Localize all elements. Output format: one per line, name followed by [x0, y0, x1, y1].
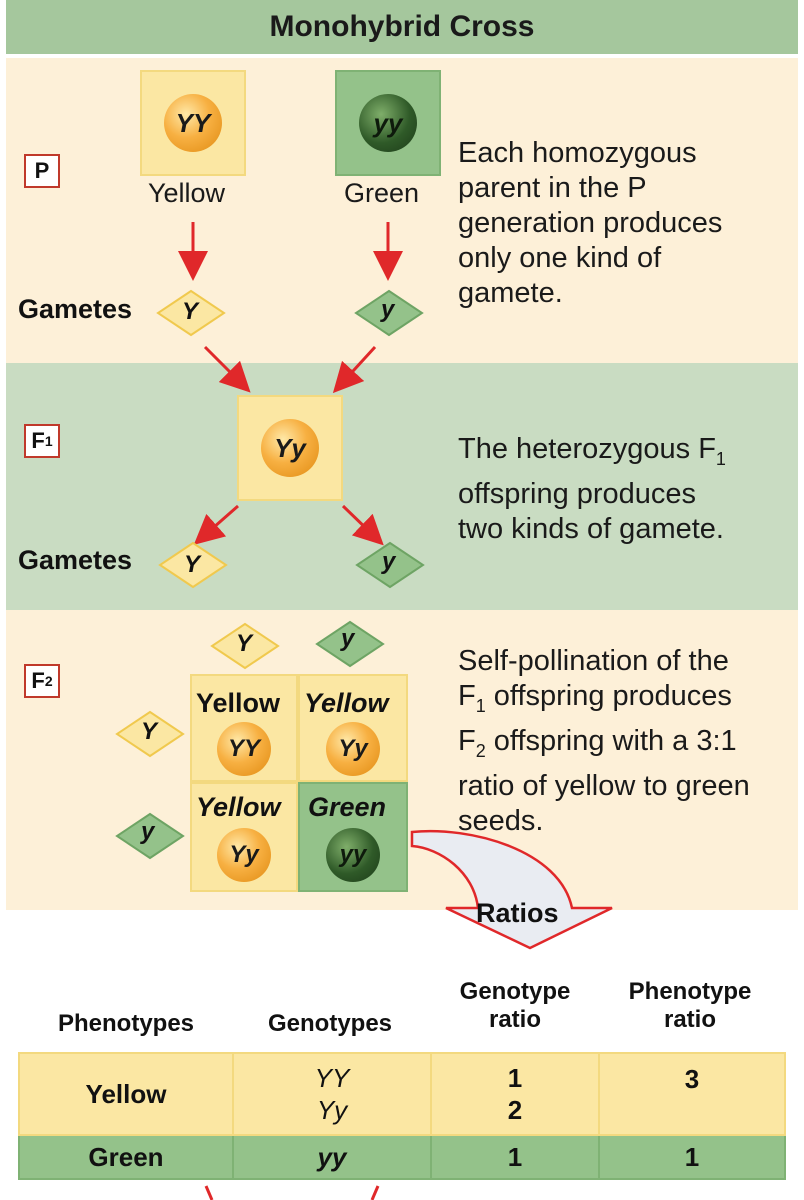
parent-green-square: yy: [335, 70, 441, 176]
f2-side-gamete-y-diamond: [115, 812, 185, 860]
ratio-table: Yellow YY Yy 1 2 3 Green yy 1 1: [18, 1052, 786, 1180]
f1-gamete-Y-diamond: [158, 541, 228, 589]
punnett-cell-yy: Green yy: [298, 782, 408, 892]
cell-genotype-ratio: 1: [430, 1134, 600, 1180]
cell-genotypes: yy: [232, 1134, 432, 1180]
punnett-cell-Yy-top: Yellow Yy: [298, 674, 408, 782]
p-gamete-y-diamond: [354, 289, 424, 337]
f2-side-gamete-Y: Y: [141, 718, 158, 745]
punnett-cell-phenotype: Yellow: [196, 688, 281, 718]
parent-yellow-square: YY: [140, 70, 246, 176]
f1-description: The heterozygous F1 offspring produces t…: [458, 433, 726, 545]
arrow-bottom-left: [204, 1185, 214, 1200]
cell-phenotype: Yellow: [18, 1052, 234, 1136]
arrow-f1-to-gameteY: [193, 504, 239, 545]
p-gamete-Y-diamond: [156, 289, 226, 337]
f1-gametes-label: Gametes: [18, 545, 133, 575]
p-generation-label: P: [24, 154, 60, 188]
f2-description: Self-pollination of the F1 offspring pro…: [458, 645, 750, 837]
f2-top-gamete-y: y: [341, 625, 355, 652]
f2-side-gamete-Y-diamond: [115, 710, 185, 758]
cell-genotype-ratio: 1 2: [430, 1052, 600, 1136]
header-genotypes: Genotypes: [267, 1010, 393, 1037]
punnett-cell-phenotype: Yellow: [196, 792, 281, 822]
cell-phenotype-ratio: 1: [598, 1134, 786, 1180]
ratios-label: Ratios: [476, 898, 559, 928]
cell-phenotype: Green: [18, 1134, 234, 1180]
p-gametes-label: Gametes: [18, 294, 133, 324]
ratios-callout-arrow: [410, 829, 613, 950]
f2-top-gamete-y-diamond: [315, 620, 385, 668]
f1-yellow-pea-icon: Yy: [261, 419, 319, 477]
punnett-cell-phenotype: Yellow: [304, 688, 389, 718]
parent-green-label: Green: [344, 178, 420, 208]
arrow-f1-to-gamety: [341, 504, 384, 546]
f2-top-gamete-Y-diamond: [210, 622, 280, 670]
p-gamete-Y: Y: [182, 298, 199, 325]
p-description: Each homozygous parent in the P generati…: [458, 137, 723, 309]
arrow-bottom-right: [370, 1185, 380, 1200]
cell-phenotype-ratio: 3: [598, 1052, 786, 1136]
punnett-yellow-pea-icon: Yy: [326, 722, 380, 776]
f2-side-gamete-y: y: [141, 818, 155, 845]
header-phenotype-ratio: Phenotype ratio: [628, 978, 752, 1033]
punnett-green-pea-icon: yy: [326, 828, 380, 882]
header-genotype-ratio: Genotype ratio: [459, 978, 571, 1033]
header-phenotypes: Phenotypes: [57, 1010, 195, 1037]
p-gamete-y: y: [381, 296, 395, 323]
diagram-title: Monohybrid Cross: [6, 0, 798, 54]
parent-yellow-label: Yellow: [148, 178, 226, 208]
arrow-gamety-to-f1: [332, 345, 377, 394]
f1-gamete-y-diamond: [355, 541, 425, 589]
f1-offspring-square: Yy: [237, 395, 343, 501]
table-row: Green yy 1 1: [18, 1134, 786, 1180]
yellow-pea-icon: YY: [164, 94, 222, 152]
punnett-cell-phenotype: Green: [308, 792, 387, 822]
punnett-yellow-pea-icon: YY: [217, 722, 271, 776]
punnett-yellow-pea-icon: Yy: [217, 828, 271, 882]
punnett-cell-YY: Yellow YY: [190, 674, 298, 782]
table-row: Yellow YY Yy 1 2 3: [18, 1052, 786, 1136]
f1-gamete-Y: Y: [184, 551, 201, 578]
arrow-gameteY-to-f1: [203, 345, 251, 393]
punnett-cell-Yy-bottom: Yellow Yy: [190, 782, 298, 892]
f1-gamete-y: y: [382, 548, 396, 575]
cell-genotypes: YY Yy: [232, 1052, 432, 1136]
f2-top-gamete-Y: Y: [236, 630, 253, 657]
green-pea-icon: yy: [359, 94, 417, 152]
